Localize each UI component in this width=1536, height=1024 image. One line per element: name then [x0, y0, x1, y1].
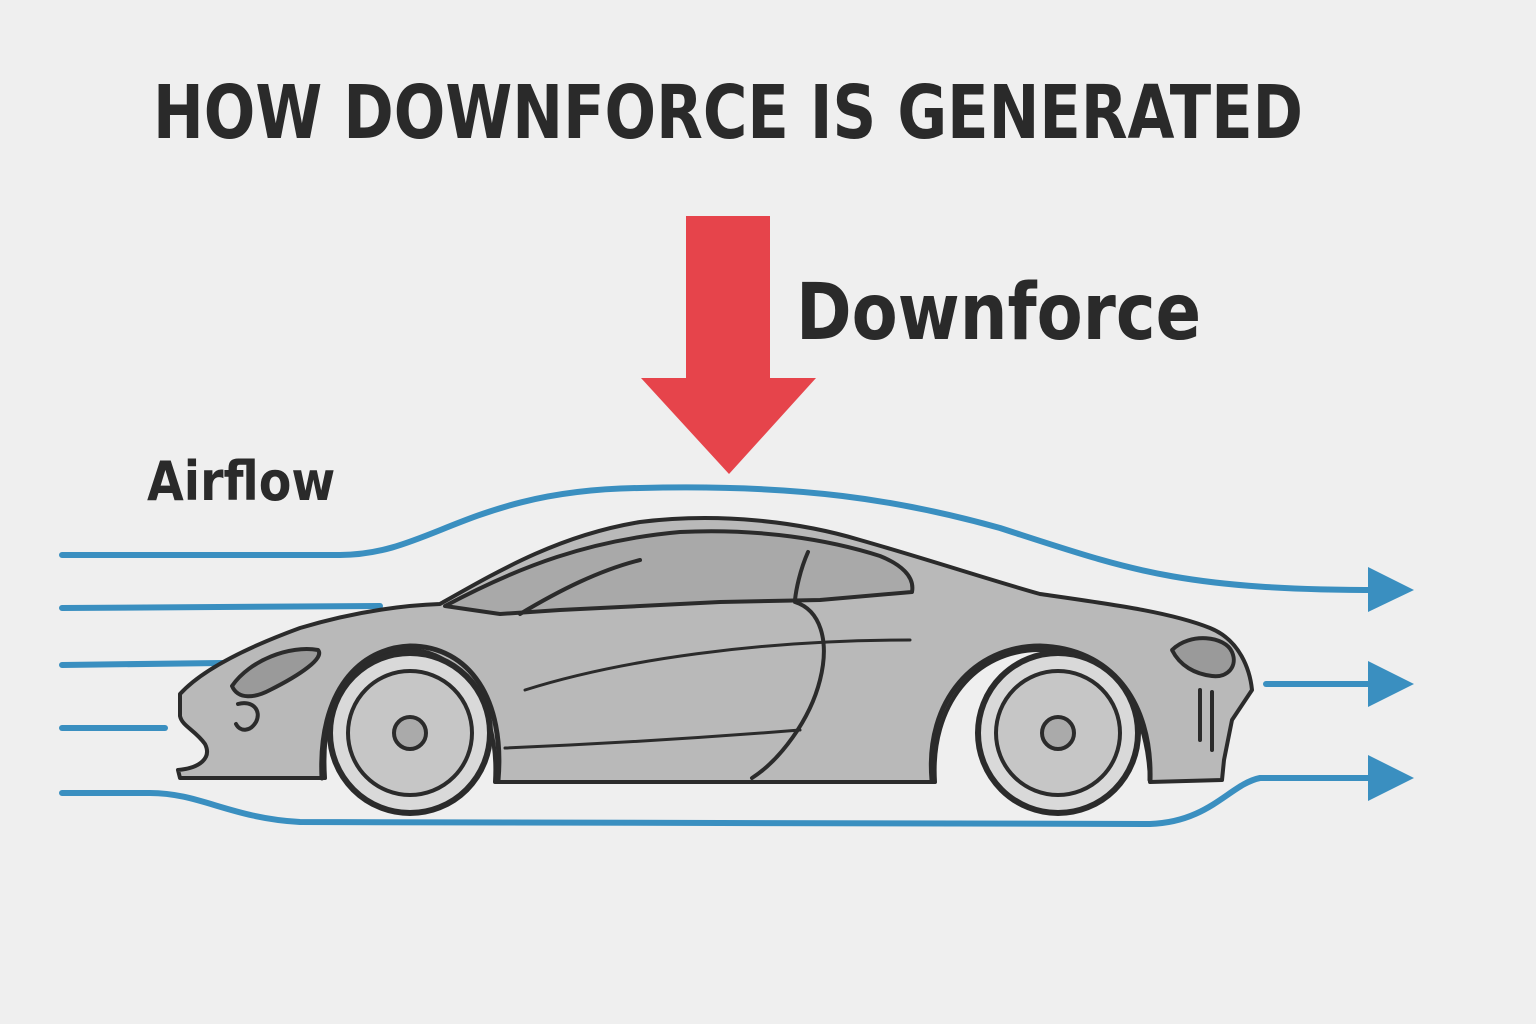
rear-wheel [975, 650, 1141, 816]
rear-wheel-arch [928, 643, 1153, 783]
car-side-line [523, 638, 912, 692]
car-front-intake [234, 701, 260, 732]
downforce-label: Downforce [796, 268, 1202, 358]
car-sill-line [503, 728, 802, 750]
car-window-pillar [518, 558, 642, 616]
sports-car [176, 516, 1254, 816]
right-arrow-icon [1368, 567, 1414, 801]
airflow-line-front-2 [59, 660, 225, 668]
diagram-title: HOW DOWNFORCE IS GENERATED [152, 70, 1304, 156]
airflow-line-top [59, 484, 1383, 593]
airflow-lines [59, 484, 1383, 828]
airflow-line-front-1 [59, 603, 383, 611]
airflow-label: Airflow [147, 450, 336, 513]
front-wheel [327, 650, 493, 816]
car-door-line [750, 600, 826, 780]
airflow-line-bottom [59, 775, 1383, 828]
car-window-divider [793, 550, 810, 602]
car-headlight [230, 647, 322, 699]
car-taillight [1170, 636, 1236, 679]
car-rear-diffuser [1198, 688, 1214, 752]
downforce-arrow-icon [641, 216, 816, 474]
